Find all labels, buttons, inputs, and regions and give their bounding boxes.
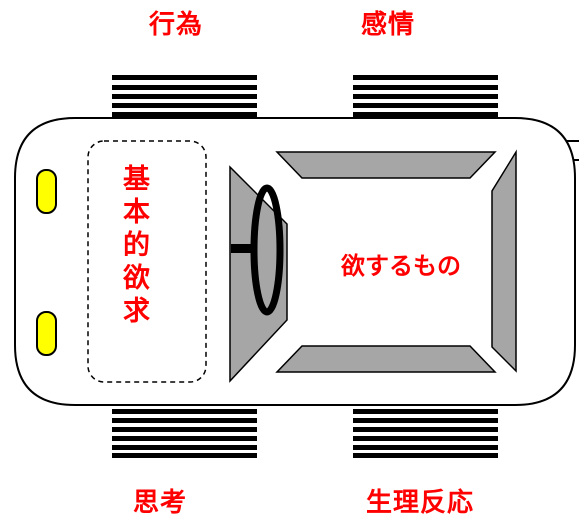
window-bottom [275, 345, 497, 373]
window-top [275, 151, 497, 179]
label-basic-needs: 基本的欲求 [123, 164, 151, 327]
label-thought: 思考 [133, 488, 188, 518]
label-physiological-reaction: 生理反応 [366, 488, 475, 518]
wheel-rear-right [353, 406, 498, 458]
wheel-rear-left [112, 406, 257, 458]
steering-wheel-icon [231, 184, 284, 316]
wheel-front-right [353, 75, 498, 120]
headlight-left [36, 169, 57, 214]
label-emotion: 感情 [361, 10, 416, 40]
rear-window [491, 149, 517, 373]
label-behavior: 行為 [149, 10, 204, 40]
label-wants: 欲するもの [341, 252, 461, 280]
wheel-front-left [112, 75, 257, 120]
engine-compartment [87, 140, 207, 383]
car-body [14, 117, 576, 406]
windshield [229, 165, 288, 383]
headlight-right [36, 311, 57, 356]
